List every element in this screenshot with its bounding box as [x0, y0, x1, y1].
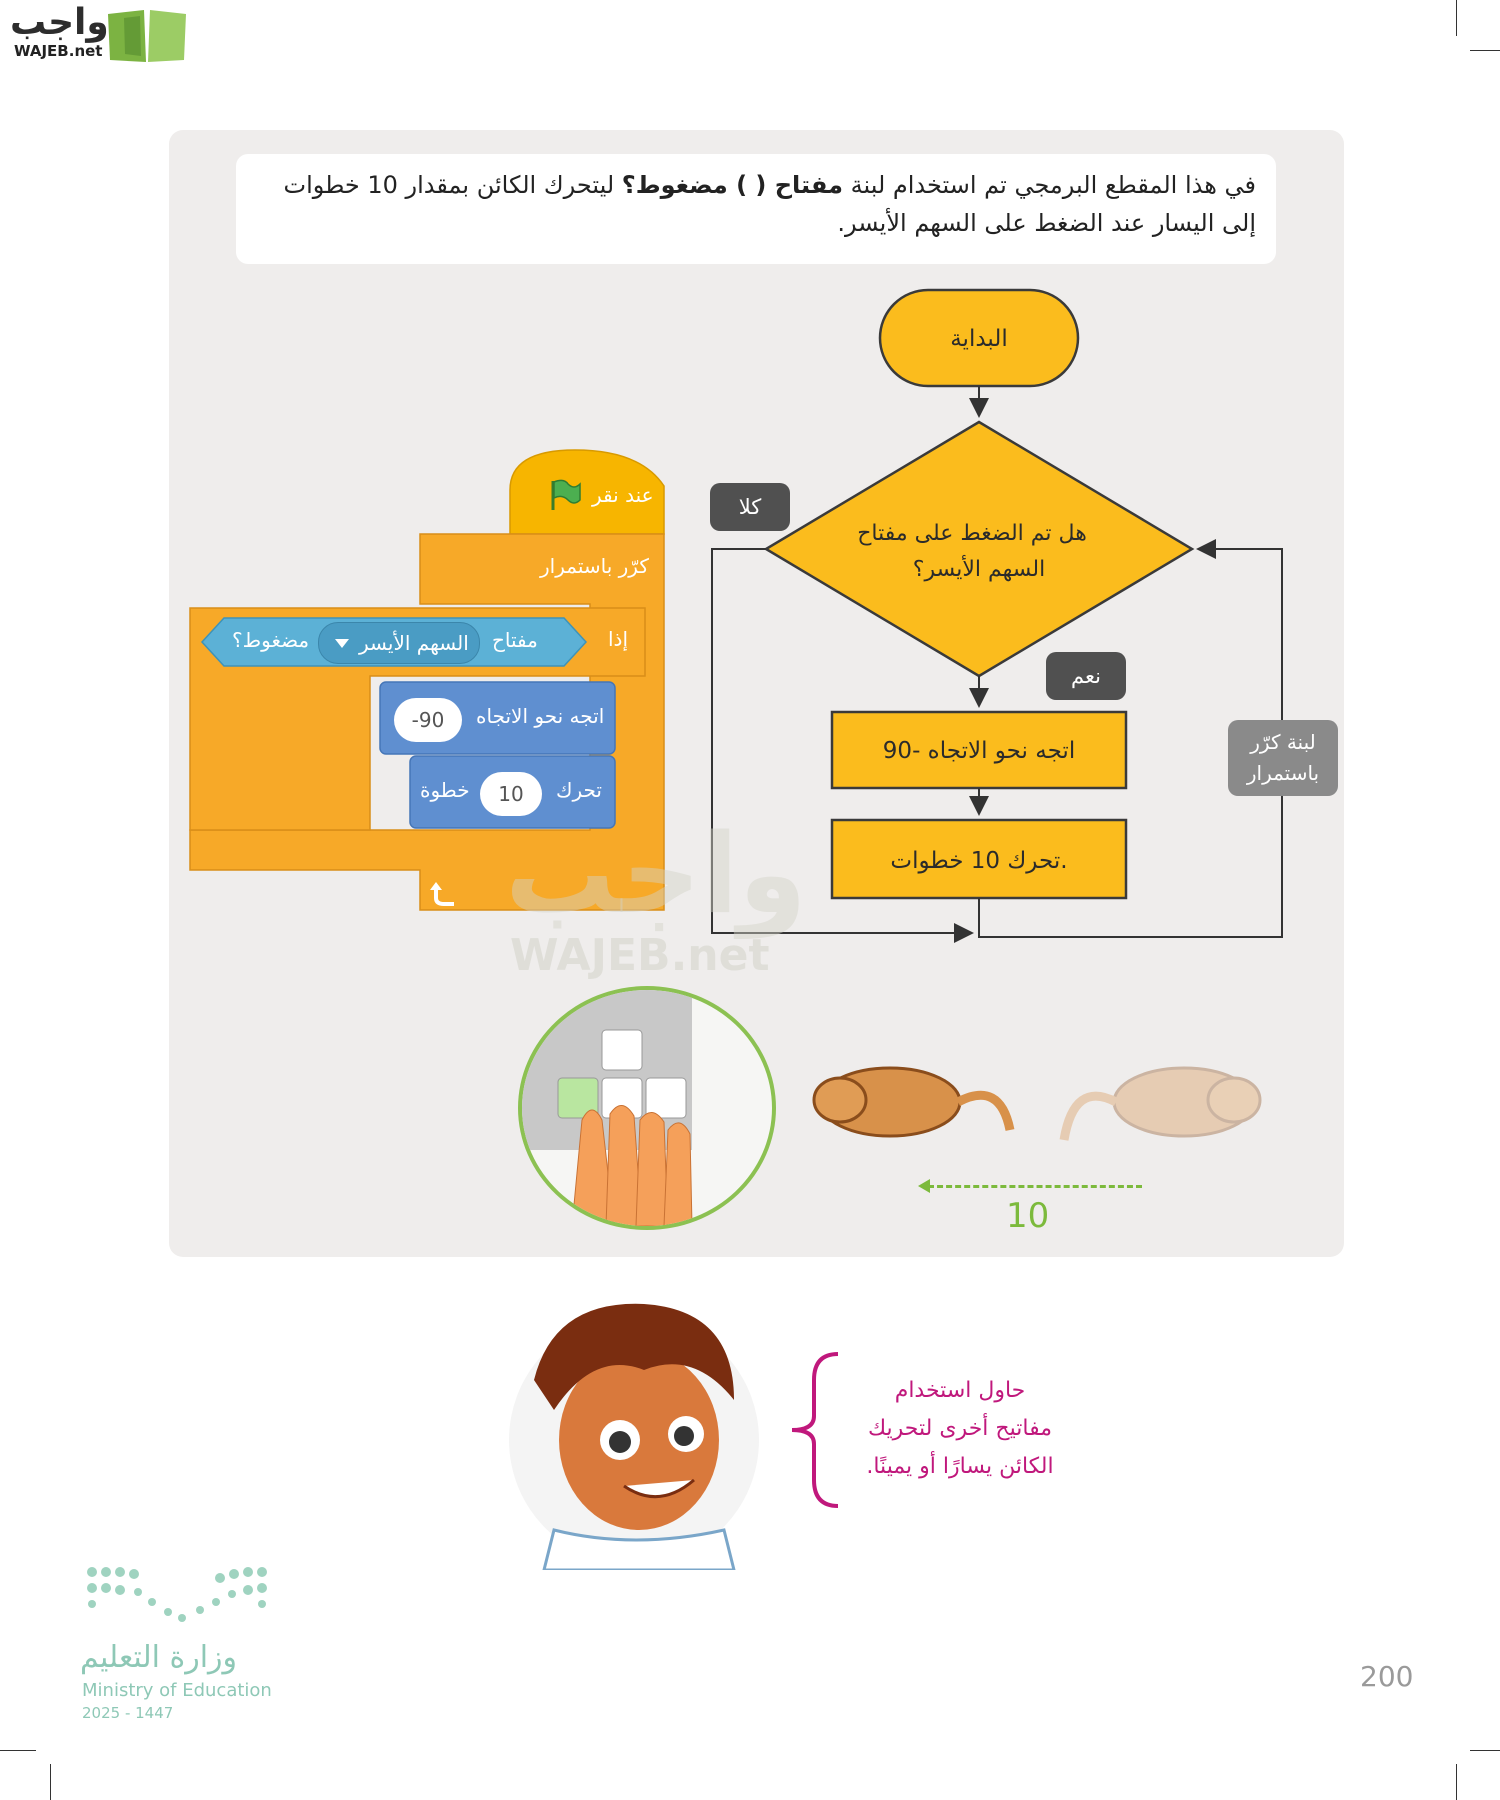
movement-arrow-head — [918, 1179, 930, 1193]
ministry-year: 2025 - 1447 — [82, 1704, 174, 1722]
tip-text: حاول استخدام مفاتيح أخرى لتحريك الكائن ي… — [840, 1372, 1080, 1486]
crop-mark — [1470, 50, 1500, 51]
movement-arrow — [928, 1185, 1142, 1188]
intro-text-part: في هذا المقطع البرمجي تم استخدام لبنة — [842, 171, 1256, 199]
key-label: مفتاح — [492, 628, 538, 652]
green-flag-icon[interactable] — [548, 478, 582, 512]
crop-mark — [50, 1764, 51, 1800]
mouse-sprite-moved — [812, 1066, 1015, 1138]
hat-block-label: عند نقر — [592, 483, 654, 507]
dropdown-arrow-icon — [335, 639, 349, 648]
keyboard-illustration — [518, 986, 776, 1230]
watermark-en: WAJEB.net — [510, 930, 770, 981]
logo-text-ar: واجب — [10, 2, 109, 43]
ministry-name-en: Ministry of Education — [82, 1680, 272, 1701]
mouse-sprite-original — [1059, 1066, 1262, 1141]
crop-mark — [1470, 1750, 1500, 1751]
character-avatar — [494, 1290, 764, 1572]
forever-block-label: كرّر باستمرار — [540, 554, 649, 578]
loop-arrow-icon — [430, 882, 454, 906]
crop-mark — [0, 1750, 36, 1751]
intro-box: في هذا المقطع البرمجي تم استخدام لبنة مف… — [236, 154, 1276, 264]
steps-label: خطوة — [420, 778, 470, 802]
scratch-block-shapes — [189, 449, 665, 911]
watermark-ar: واجب — [505, 810, 807, 938]
intro-text: في هذا المقطع البرمجي تم استخدام لبنة مف… — [246, 166, 1256, 242]
ministry-name-ar: وزارة التعليم — [80, 1640, 238, 1675]
book-logo-icon — [108, 10, 186, 62]
crop-mark — [1456, 1764, 1457, 1800]
key-dropdown-value: السهم الأيسر — [359, 631, 469, 655]
page-number: 200 — [1360, 1660, 1414, 1693]
tip-line: مفاتيح أخرى لتحريك — [868, 1416, 1052, 1441]
if-block-label: إذا — [608, 627, 629, 651]
speech-brace — [791, 1352, 839, 1508]
move-value-input[interactable]: 10 — [480, 772, 542, 816]
pressed-label: مضغوط؟ — [232, 628, 310, 652]
intro-text-part: ليتحرك الكائن بمقدار 10 خطوات إلى اليسار… — [283, 171, 1256, 237]
distance-label: 10 — [1006, 1196, 1050, 1236]
tip-line: حاول استخدام — [894, 1378, 1026, 1403]
logo-text-en: WAJEB.net — [14, 42, 103, 60]
site-logo[interactable]: واجب WAJEB.net — [0, 0, 200, 70]
key-dropdown[interactable]: السهم الأيسر — [318, 622, 480, 664]
ministry-logo-icon — [87, 1567, 267, 1622]
intro-bold-block-name: مفتاح ( ) مضغوط؟ — [621, 171, 843, 199]
move-block-label: تحرك — [556, 778, 602, 802]
turn-value-input[interactable]: -90 — [394, 698, 462, 742]
tip-line: الكائن يسارًا أو يمينًا. — [866, 1454, 1054, 1479]
crop-mark — [1456, 0, 1457, 36]
keyboard-icon — [522, 990, 693, 1226]
turn-block-label: اتجه نحو الاتجاه — [476, 704, 605, 728]
scratch-script: عند نقر كرّر باستمرار إذا مفتاح السهم ال… — [180, 430, 670, 940]
